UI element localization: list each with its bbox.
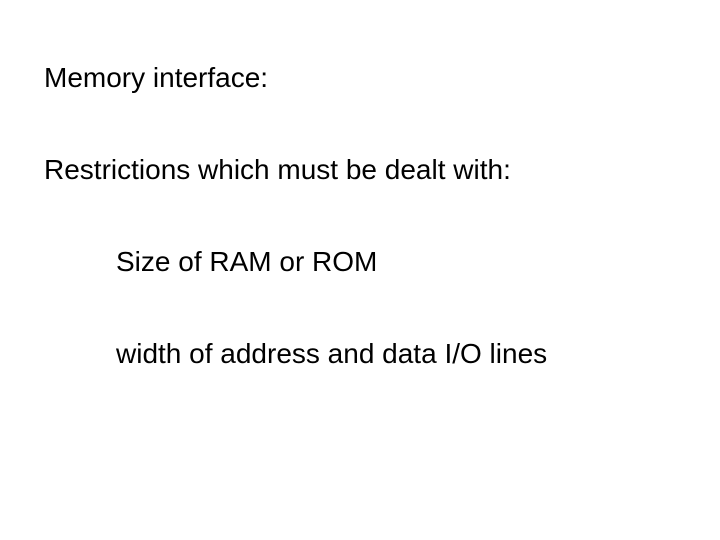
slide-heading: Memory interface: [44,62,269,93]
slide-subheading: Restrictions which must be dealt with: [44,154,511,185]
restriction-item: width of address and data I/O lines [116,338,548,369]
restriction-item: Size of RAM or ROM [116,246,378,277]
